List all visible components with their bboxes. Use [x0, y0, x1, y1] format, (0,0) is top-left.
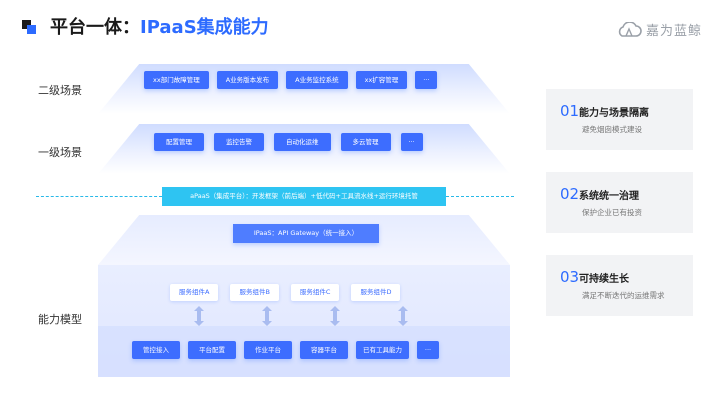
platform-chip[interactable]: 平台配置	[188, 341, 236, 359]
platform-list: 管控接入 平台配置 作业平台 容器平台 已有工具能力 ···	[132, 341, 439, 359]
secondary-scene-more[interactable]: ···	[415, 71, 438, 89]
double-arrow-icon	[262, 306, 272, 326]
level-label-primary: 一级场景	[38, 146, 82, 159]
card-number: 01	[560, 102, 580, 120]
secondary-scene-list: xx部门故障管理 A业务版本发布 A业务监控系统 xx扩容管理 ···	[144, 71, 438, 89]
page-title: 平台一体：IPaaS集成能力	[50, 13, 269, 39]
card-description: 保护企业已有投资	[582, 208, 642, 217]
card-number: 03	[560, 268, 580, 286]
level-label-capability: 能力模型	[38, 313, 82, 326]
secondary-scene-chip[interactable]: xx部门故障管理	[144, 71, 209, 89]
secondary-scene-chip[interactable]: A业务监控系统	[286, 71, 348, 89]
card-heading: 系统统一治理	[579, 191, 639, 202]
double-arrow-icon	[330, 306, 340, 326]
level-label-secondary: 二级场景	[38, 84, 82, 97]
double-arrow-icon	[398, 306, 408, 326]
title-prefix: 平台一体：	[50, 17, 140, 38]
title-accent: IPaaS集成能力	[140, 17, 269, 38]
brand-logo: 嘉为蓝鲸	[616, 20, 702, 39]
service-component-chip[interactable]: 服务组件A	[170, 284, 219, 301]
benefit-card: 01 能力与场景隔离 避免烟囱模式建设	[546, 89, 693, 150]
separator-left	[36, 196, 162, 197]
platform-chip[interactable]: 作业平台	[244, 341, 292, 359]
cloud-logo-icon	[618, 21, 642, 37]
separator-right	[446, 196, 514, 197]
card-heading: 能力与场景隔离	[579, 108, 649, 119]
service-component-chip[interactable]: 服务组件C	[290, 284, 340, 301]
card-heading: 可持续生长	[579, 274, 629, 285]
service-component-chip[interactable]: 服务组件D	[351, 284, 401, 301]
primary-scene-chip[interactable]: 自动化运维	[274, 133, 331, 151]
double-arrow-icon	[194, 306, 204, 326]
card-number: 02	[560, 185, 580, 203]
platform-more[interactable]: ···	[417, 341, 439, 359]
platform-chip[interactable]: 容器平台	[300, 341, 348, 359]
primary-scene-chip[interactable]: 监控告警	[214, 133, 264, 151]
benefit-card: 02 系统统一治理 保护企业已有投资	[546, 172, 693, 233]
primary-scene-more[interactable]: ···	[400, 133, 423, 151]
service-component-chip[interactable]: 服务组件B	[230, 284, 279, 301]
apaas-bar[interactable]: aPaaS（集成平台）：开发框架（前后端）+低代码+工具流水线+运行环境托管	[162, 187, 446, 206]
card-description: 满足不断迭代的运维需求	[582, 291, 665, 300]
primary-scene-chip[interactable]: 多云管理	[340, 133, 391, 151]
primary-scene-list: 配置管理 监控告警 自动化运维 多云管理 ···	[154, 133, 423, 151]
benefit-card: 03 可持续生长 满足不断迭代的运维需求	[546, 255, 693, 316]
platform-chip[interactable]: 已有工具能力	[356, 341, 409, 359]
card-description: 避免烟囱模式建设	[582, 125, 642, 134]
platform-chip[interactable]: 管控接入	[132, 341, 180, 359]
ipaas-gateway-bar[interactable]: IPaaS：API Gateway（统一接入）	[233, 224, 379, 243]
brand-name: 嘉为蓝鲸	[645, 24, 702, 39]
title-mark-icon	[22, 20, 36, 34]
secondary-scene-chip[interactable]: xx扩容管理	[355, 71, 408, 89]
secondary-scene-chip[interactable]: A业务版本发布	[216, 71, 279, 89]
primary-scene-chip[interactable]: 配置管理	[154, 133, 204, 151]
service-component-list: 服务组件A 服务组件B 服务组件C 服务组件D	[170, 284, 401, 301]
